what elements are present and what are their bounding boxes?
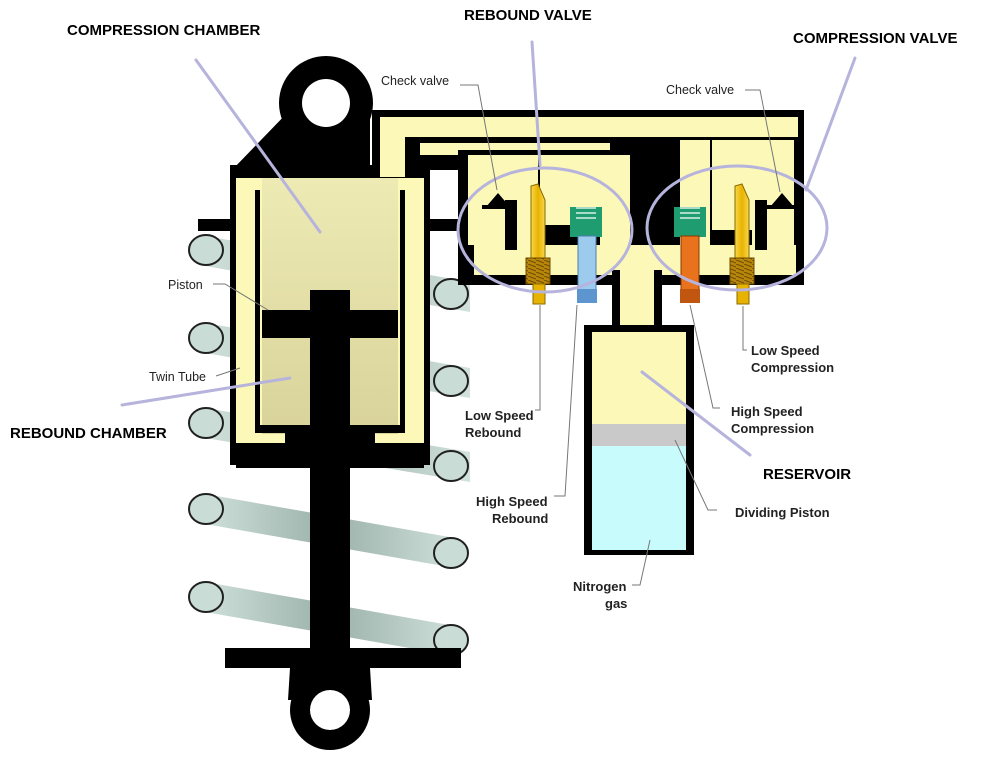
label-check-valve-left: Check valve xyxy=(381,74,449,88)
label-high-speed-rebound: High Speed Rebound xyxy=(476,494,551,526)
piston-rod xyxy=(225,330,461,750)
label-check-valve-right: Check valve xyxy=(666,83,734,97)
top-mount xyxy=(232,56,373,170)
high-speed-compression-valve xyxy=(674,207,706,303)
label-compression-chamber: COMPRESSION CHAMBER xyxy=(67,22,261,39)
label-piston: Piston xyxy=(168,278,203,292)
rebound-valve-callout xyxy=(456,166,634,294)
label-nitrogen-gas: Nitrogen gas xyxy=(573,579,630,611)
label-twin-tube: Twin Tube xyxy=(149,370,206,384)
check-valve-right xyxy=(766,193,798,209)
label-low-speed-rebound: Low Speed Rebound xyxy=(465,408,537,440)
label-rebound-chamber: REBOUND CHAMBER xyxy=(10,425,167,442)
label-reservoir: RESERVOIR xyxy=(763,466,851,483)
check-valve-left xyxy=(482,193,514,209)
label-low-speed-compression: Low Speed Compression xyxy=(751,343,834,375)
needle-low-speed-rebound xyxy=(525,183,551,305)
label-dividing-piston: Dividing Piston xyxy=(735,505,830,520)
label-rebound-valve: REBOUND VALVE xyxy=(464,7,592,24)
compression-valve-callout xyxy=(645,164,829,292)
label-compression-valve: COMPRESSION VALVE xyxy=(793,30,957,47)
label-high-speed-compression: High Speed Compression xyxy=(731,404,814,436)
reservoir xyxy=(584,325,694,555)
high-speed-rebound-valve xyxy=(570,207,602,303)
